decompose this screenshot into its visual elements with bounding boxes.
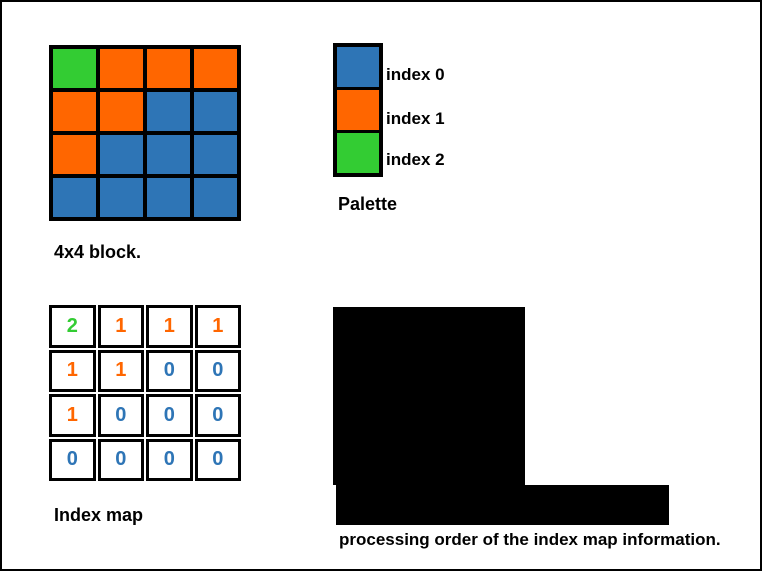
index-map-cell-r1c1: 1: [97, 349, 144, 392]
block-cell-r3c3: [194, 178, 237, 217]
index-map-cell-r0c0: 2: [49, 305, 96, 348]
block-cell-r3c1: [100, 178, 143, 217]
index-map-cell-r2c2: 0: [146, 394, 193, 437]
index-map-cell-r0c1: 1: [97, 305, 144, 348]
block-cell-r1c0: [53, 92, 96, 131]
block-cell-r2c0: [53, 135, 96, 174]
index-map-cell-r3c2: 0: [146, 438, 193, 481]
block-cell-r2c3: [194, 135, 237, 174]
block-cell-r0c0: [53, 49, 96, 88]
block-cell-r1c2: [147, 92, 190, 131]
palette-caption: Palette: [338, 194, 398, 214]
redacted-figure-tall-block: [333, 307, 525, 485]
index-map-cell-r3c1: 0: [97, 438, 144, 481]
index-map-cell-r1c2: 0: [146, 349, 193, 392]
index-map-cell-r2c0: 1: [49, 394, 96, 437]
block-cell-r2c1: [100, 135, 143, 174]
block-cell-r0c3: [194, 49, 237, 88]
block-cell-r1c3: [194, 92, 237, 131]
block-cell-r3c2: [147, 178, 190, 217]
index-map-caption: Index map: [54, 505, 144, 525]
redacted-figure-bottom-strip: [336, 485, 669, 525]
palette-swatch-0: [337, 47, 379, 87]
index-map-cell-r0c2: 1: [146, 305, 193, 348]
block-cell-r3c0: [53, 178, 96, 217]
index-map-cell-r3c0: 0: [49, 438, 96, 481]
color-block-grid: [49, 45, 241, 221]
index-map-cell-r1c3: 0: [194, 349, 241, 392]
index-map-cell-r1c0: 1: [49, 349, 96, 392]
block-caption: 4x4 block.: [54, 242, 142, 262]
index-map-cell-r0c3: 1: [194, 305, 241, 348]
processing-order-caption: processing order of the index map inform…: [339, 530, 721, 549]
palette-swatch-2: [337, 133, 379, 173]
block-cell-r0c2: [147, 49, 190, 88]
index-map-cell-r2c1: 0: [97, 394, 144, 437]
palette-box: [333, 43, 383, 177]
index-map-cell-r2c3: 0: [194, 394, 241, 437]
index-map-cell-r3c3: 0: [194, 438, 241, 481]
block-cell-r0c1: [100, 49, 143, 88]
block-cell-r1c1: [100, 92, 143, 131]
palette-label-index-1: index 1: [386, 109, 445, 128]
palette-label-index-0: index 0: [386, 65, 445, 84]
palette-swatch-1: [337, 90, 379, 130]
block-cell-r2c2: [147, 135, 190, 174]
palette-label-index-2: index 2: [386, 150, 445, 169]
